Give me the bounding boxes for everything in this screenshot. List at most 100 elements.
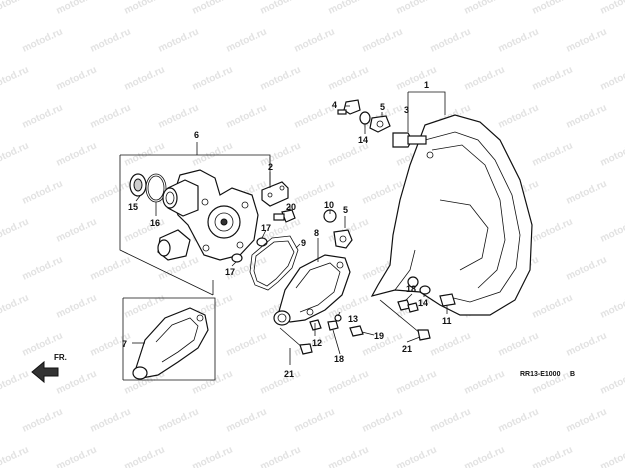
callout-13: 13 [348,314,358,324]
callout-numbers: 1 2 3 4 5 5 6 7 8 9 10 11 12 13 14 14 15… [122,80,452,379]
diagram-code-text: RR13-E1000 [520,371,561,378]
callout-15: 15 [128,202,138,212]
watermark-text: motod.ru [531,216,575,244]
watermark-text: motod.ru [565,330,609,358]
watermark-text: motod.ru [531,292,575,320]
callout-14-right: 14 [418,298,428,308]
watermark-text: motod.ru [259,140,303,168]
callout-17-upper: 17 [261,223,271,233]
callout-3: 3 [404,105,409,115]
callout-8: 8 [314,228,319,238]
callout-18-right: 18 [406,284,416,294]
callout-10: 10 [324,200,334,210]
watermark-text: motod.ru [599,0,625,17]
watermark-text: motod.ru [497,406,541,434]
watermark-text: motod.ru [395,444,439,468]
watermark-text: motod.ru [463,64,507,92]
callout-11: 11 [442,316,452,326]
grommets [323,209,353,249]
watermark-text: motod.ru [191,64,235,92]
watermark-text: motod.ru [395,64,439,92]
watermark-text: motod.ru [327,444,371,468]
watermark-text: motod.ru [361,178,405,206]
watermark-text: motod.ru [191,368,235,396]
watermark-text: motod.ru [497,102,541,130]
watermark-text: motod.ru [395,368,439,396]
watermark-text: motod.ru [599,140,625,168]
watermark-text: motod.ru [463,368,507,396]
watermark-text: motod.ru [21,102,65,130]
top-fasteners [337,99,427,148]
callout-21-lower: 21 [284,369,294,379]
watermark-text: motod.ru [259,368,303,396]
watermark-text: motod.ru [157,406,201,434]
watermark-text: motod.ru [429,26,473,54]
water-pump-body [157,169,259,261]
watermark-text: motod.ru [259,444,303,468]
watermark-text: motod.ru [0,368,31,396]
watermark-text: motod.ru [293,26,337,54]
watermark-text: motod.ru [89,102,133,130]
watermark-text: motod.ru [55,292,99,320]
watermark-text: motod.ru [55,140,99,168]
watermark-text: motod.ru [259,0,303,17]
watermark-text: motod.ru [429,406,473,434]
watermark-text: motod.ru [89,406,133,434]
watermark-text: motod.ru [0,0,31,17]
callout-19: 19 [374,331,384,341]
watermark-text: motod.ru [89,254,133,282]
watermark-text: motod.ru [157,26,201,54]
watermark-text: motod.ru [531,64,575,92]
watermark-text: motod.ru [565,102,609,130]
watermark-text: motod.ru [497,330,541,358]
watermark-text: motod.ru [599,368,625,396]
watermark-text: motod.ru [123,292,167,320]
callout-5-top: 5 [380,102,385,112]
front-direction-arrow: FR. [31,353,67,384]
watermark-text: motod.ru [55,216,99,244]
watermark-text: motod.ru [565,254,609,282]
watermark-text: motod.ru [225,102,269,130]
watermark-text: motod.ru [361,406,405,434]
watermark-text: motod.ru [0,64,31,92]
watermark-text: motod.ru [565,178,609,206]
watermark-text: motod.ru [21,178,65,206]
watermark-text: motod.ru [89,178,133,206]
callout-20: 20 [286,202,296,212]
watermark-text: motod.ru [599,444,625,468]
watermark-text: motod.ru [599,64,625,92]
front-label: FR. [54,353,67,362]
callout-5-mid: 5 [343,205,348,215]
watermark-text: motod.ru [395,0,439,17]
watermark-text: motod.ru [123,0,167,17]
watermark-text: motod.ru [565,406,609,434]
watermark-text: motod.ru [0,216,31,244]
watermark-text: motod.ru [327,64,371,92]
watermark-text: motod.ru [123,444,167,468]
callout-12: 12 [312,338,322,348]
callout-16: 16 [150,218,160,228]
watermark-text: motod.ru [259,64,303,92]
leader-lines [132,91,448,365]
watermark-text: motod.ru [327,368,371,396]
watermark-text: motod.ru [225,406,269,434]
seal-and-oring [129,173,167,203]
callout-17-lower: 17 [225,267,235,277]
bracket [261,181,296,223]
watermark-text: motod.ru [0,140,31,168]
watermark-text: motod.ru [361,26,405,54]
watermark-text: motod.ru [531,140,575,168]
watermark-text: motod.ru [123,140,167,168]
watermark-text: motod.ru [497,26,541,54]
inset-box [122,297,216,381]
watermark-text: motod.ru [55,64,99,92]
pump-cover [273,254,351,326]
watermark-text: motod.ru [463,0,507,17]
callout-21-right: 21 [402,344,412,354]
watermark-text: motod.ru [531,444,575,468]
callout-18-lower: 18 [334,354,344,364]
diagram-code: RR13-E1000 B [520,371,575,378]
watermark-text: motod.ru [293,102,337,130]
watermark-text: motod.ru [225,26,269,54]
